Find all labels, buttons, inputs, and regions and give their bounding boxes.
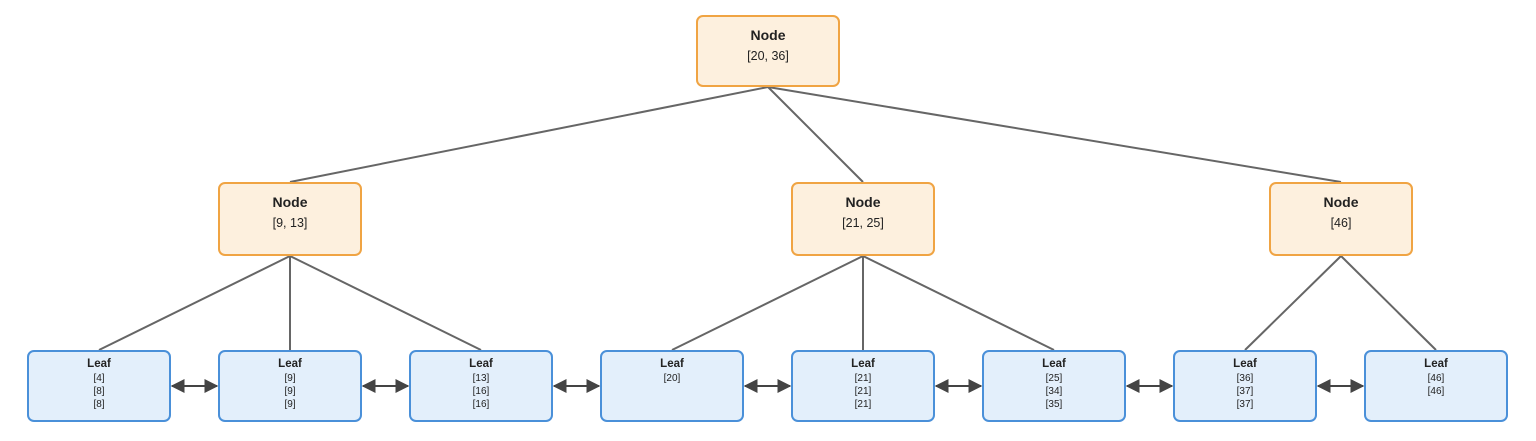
- leaf-entry: [21]: [854, 399, 872, 410]
- leaf-node: Leaf [25] [34] [35]: [982, 350, 1126, 422]
- leaf-node-title: Leaf: [1233, 358, 1257, 370]
- inner-node: Node [46]: [1269, 182, 1413, 256]
- leaf-node: Leaf [46] [46]: [1364, 350, 1508, 422]
- leaf-entry: [46]: [1427, 373, 1445, 384]
- leaf-node-title: Leaf: [469, 358, 493, 370]
- leaf-node-title: Leaf: [1424, 358, 1448, 370]
- inner-node-title: Node: [845, 194, 881, 210]
- leaf-node-title: Leaf: [1042, 358, 1066, 370]
- leaf-entry: [35]: [1045, 399, 1063, 410]
- leaf-entry: [4]: [93, 373, 105, 384]
- inner-node-keys: [21, 25]: [842, 216, 884, 230]
- leaf-node-title: Leaf: [851, 358, 875, 370]
- inner-node: Node [9, 13]: [218, 182, 362, 256]
- tree-edge: [671, 255, 864, 351]
- leaf-entry: [37]: [1236, 386, 1254, 397]
- leaf-entry: [21]: [854, 386, 872, 397]
- tree-edge: [1244, 255, 1342, 351]
- tree-edge: [767, 86, 1342, 183]
- tree-edge: [98, 255, 291, 351]
- inner-node-keys: [9, 13]: [272, 216, 308, 230]
- tree-edge: [289, 255, 482, 351]
- tree-edge: [862, 255, 1055, 351]
- leaf-node-title: Leaf: [87, 358, 111, 370]
- inner-node-keys: [46]: [1330, 216, 1352, 230]
- tree-edge: [289, 86, 769, 183]
- leaf-entry: [36]: [1236, 373, 1254, 384]
- leaf-entry: [20]: [663, 373, 681, 384]
- leaf-entry: [8]: [93, 399, 105, 410]
- leaf-node: Leaf [13] [16] [16]: [409, 350, 553, 422]
- leaf-entry: [16]: [472, 386, 490, 397]
- leaf-entry: [16]: [472, 399, 490, 410]
- leaf-entry: [9]: [284, 373, 296, 384]
- leaf-entry: [13]: [472, 373, 490, 384]
- leaf-node-title: Leaf: [660, 358, 684, 370]
- leaf-entry: [8]: [93, 386, 105, 397]
- leaf-node: Leaf [9] [9] [9]: [218, 350, 362, 422]
- leaf-entry: [9]: [284, 399, 296, 410]
- tree-edge: [767, 86, 864, 183]
- leaf-entry: [9]: [284, 386, 296, 397]
- leaf-entry: [21]: [854, 373, 872, 384]
- root-node: Node [20, 36]: [696, 15, 840, 87]
- leaf-entry: [46]: [1427, 386, 1445, 397]
- inner-node: Node [21, 25]: [791, 182, 935, 256]
- leaf-node: Leaf [4] [8] [8]: [27, 350, 171, 422]
- leaf-entry: [37]: [1236, 399, 1254, 410]
- inner-node-title: Node: [1323, 194, 1359, 210]
- leaf-node: Leaf [36] [37] [37]: [1173, 350, 1317, 422]
- root-node-keys: [20, 36]: [747, 49, 789, 63]
- leaf-node-title: Leaf: [278, 358, 302, 370]
- leaf-entry: [25]: [1045, 373, 1063, 384]
- tree-edge: [1340, 255, 1437, 351]
- leaf-node: Leaf [21] [21] [21]: [791, 350, 935, 422]
- leaf-entry: [34]: [1045, 386, 1063, 397]
- leaf-node: Leaf [20]: [600, 350, 744, 422]
- root-node-title: Node: [750, 27, 786, 43]
- inner-node-title: Node: [272, 194, 308, 210]
